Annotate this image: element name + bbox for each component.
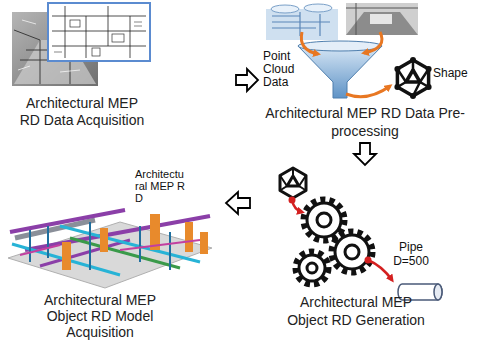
stage-caption: Architectural MEP RD Data Acquisition <box>18 95 146 129</box>
annotation-label: Pipe D=500 <box>388 240 434 268</box>
polyhedron-shape <box>280 168 306 198</box>
mep-3d-model <box>8 210 212 288</box>
annotation-label: Architectural MEP RD <box>135 168 186 204</box>
block-arrow <box>236 69 258 91</box>
annotation-label: Shape <box>433 66 477 80</box>
block-arrow <box>226 192 250 214</box>
flow-arrow <box>292 200 302 212</box>
funnel <box>298 41 382 98</box>
stage-caption: Architectural MEP Object RD Model Acquis… <box>30 292 170 340</box>
gear-icon <box>332 232 372 272</box>
gear-icon <box>296 252 328 284</box>
process-stage: Architectural MEP Object RD Model Acquis… <box>2 165 226 341</box>
polyhedron-shape <box>394 57 431 99</box>
flow-arrow <box>364 32 382 53</box>
stage-caption: Architectural MEP Object RD Generation <box>283 293 429 329</box>
flow-arrow <box>346 86 390 97</box>
gear-icon <box>304 200 344 240</box>
annotation-label: Point Cloud Data <box>263 50 303 89</box>
block-arrow <box>354 143 376 165</box>
floor-plan-image <box>48 3 150 61</box>
flow-arrow <box>368 260 392 280</box>
flow-arrow <box>301 32 318 54</box>
site-photo <box>346 3 418 35</box>
process-stage: Architectural MEP RD Data Acquisition <box>2 2 236 130</box>
process-stage: Architectural MEP Object RD Generation <box>250 165 479 330</box>
stage-caption: Architectural MEP RD Data Pre-processing <box>259 104 471 140</box>
